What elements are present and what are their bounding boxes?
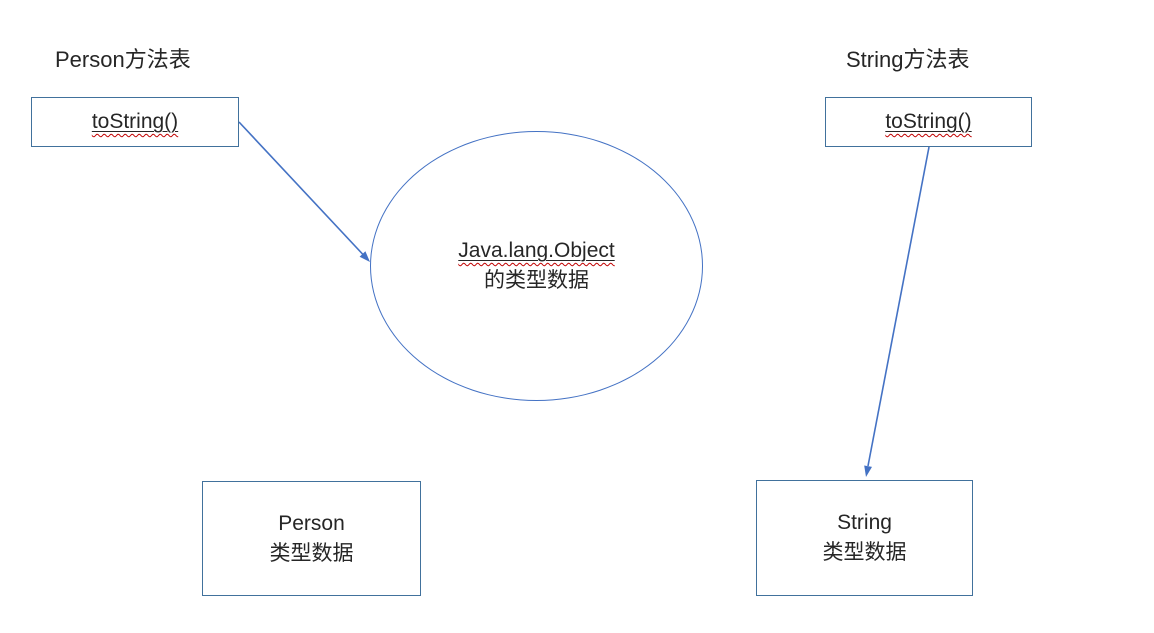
person-type-box: Person 类型数据 (202, 481, 421, 596)
object-ellipse-line1: Java.lang.Object (458, 239, 615, 262)
string-tostring-text: toString() (885, 110, 972, 133)
arrow-string-tostring-to-string-type-box (864, 146, 930, 477)
arrow-person-tostring-to-object-ellipse (238, 121, 370, 262)
object-ellipse-line2: 的类型数据 (484, 269, 589, 292)
person-method-table-label: Person方法表 (55, 47, 191, 72)
person-type-box-line2: 类型数据 (269, 541, 354, 565)
string-tostring-box: toString() (825, 97, 1032, 147)
string-type-box-line1: String (837, 511, 892, 534)
person-tostring-text: toString() (91, 110, 179, 133)
object-ellipse-line1-wrap: Java.lang.Object (458, 236, 614, 266)
object-ellipse-underline: Java.lang.Object (458, 239, 614, 262)
person-type-box-line1: Person (278, 511, 345, 535)
person-tostring-underline: toString() (92, 110, 178, 134)
string-tostring-underline: toString() (885, 110, 971, 134)
person-tostring-box: toString() (31, 97, 239, 147)
string-type-box-line2: 类型数据 (822, 541, 907, 564)
string-method-table-label: String方法表 (846, 47, 970, 72)
object-ellipse: Java.lang.Object 的类型数据 (370, 131, 703, 401)
string-type-box: String 类型数据 (756, 480, 973, 596)
